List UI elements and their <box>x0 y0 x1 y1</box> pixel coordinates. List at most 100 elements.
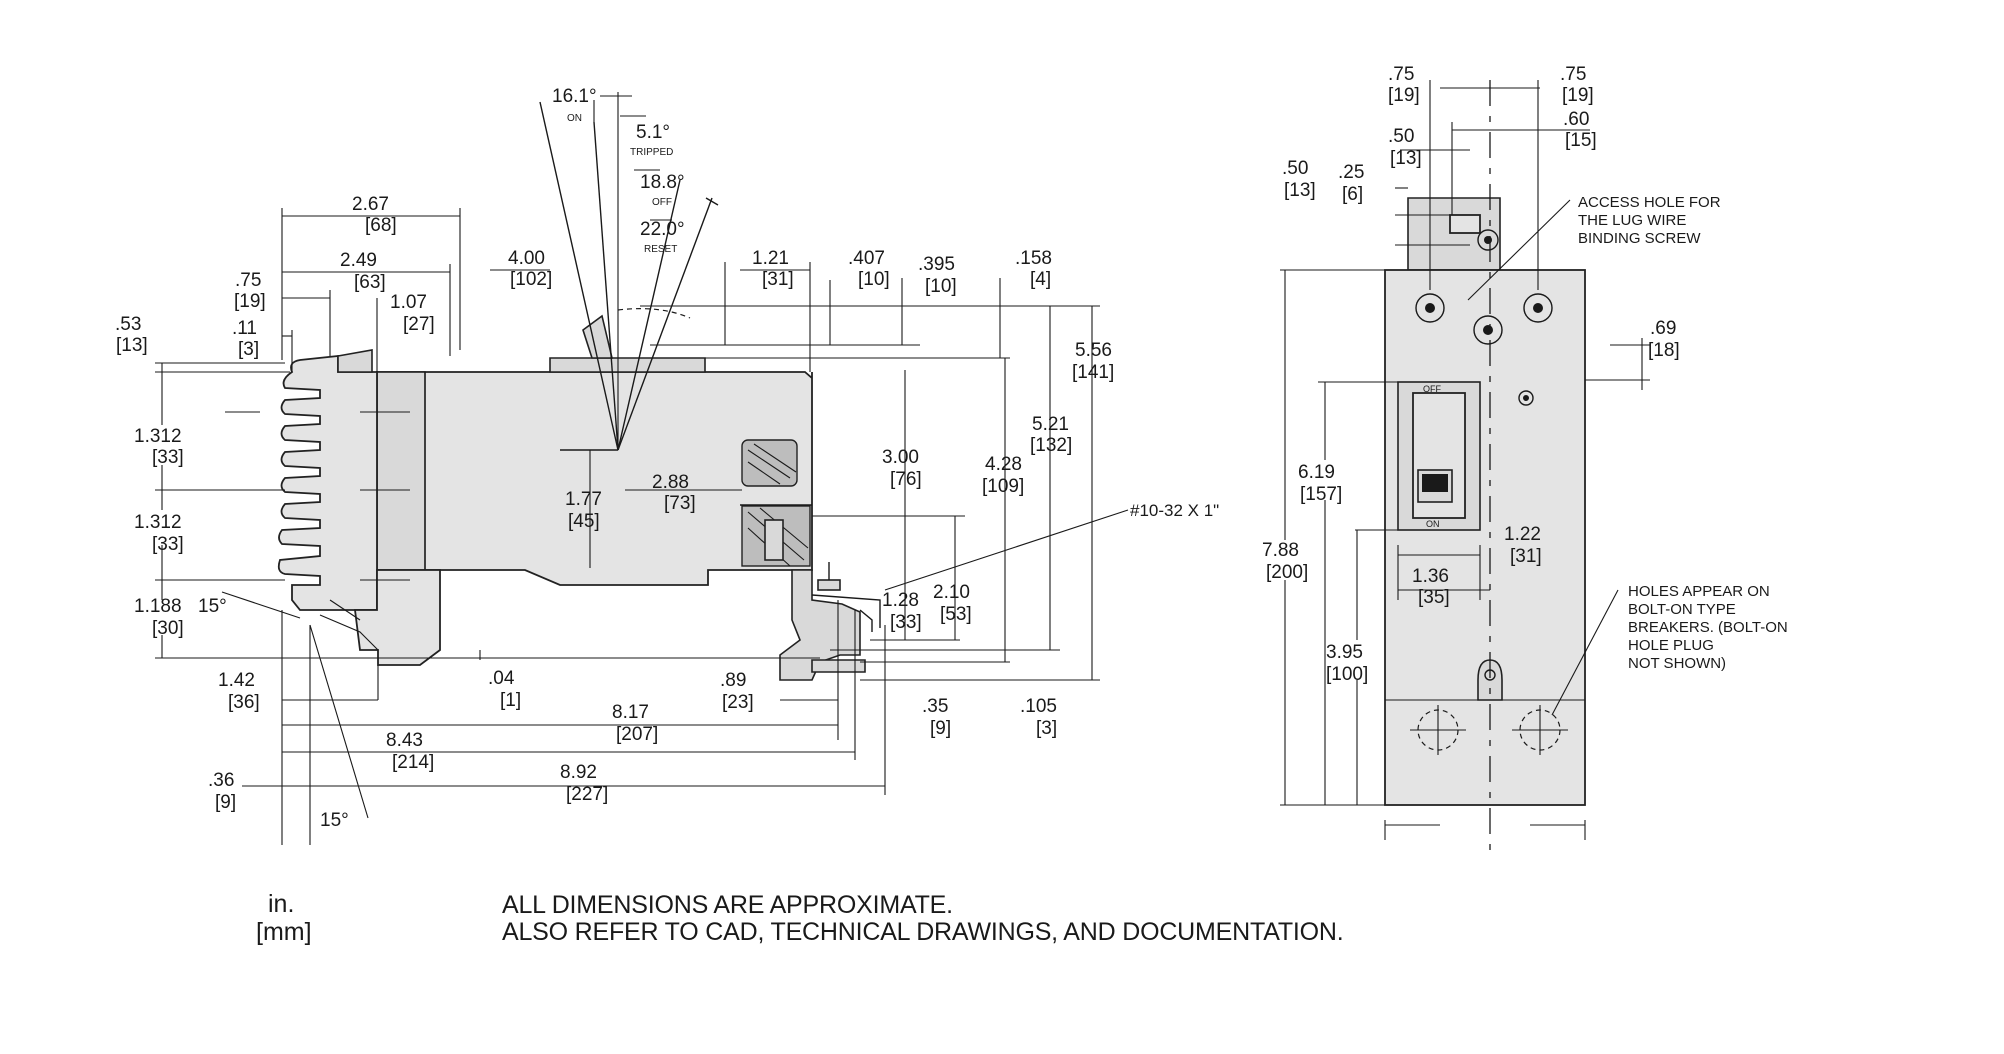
fdim-0-75-right-mm: [19] <box>1562 85 1594 106</box>
dim-0-407-mm: [10] <box>858 269 890 290</box>
dim-0-158: .158 <box>1015 248 1052 269</box>
side-view <box>155 92 1129 845</box>
fdim-1-36: 1.36 <box>1412 566 1449 587</box>
dim-0-35-mm: [9] <box>930 718 951 739</box>
dim-0-407: .407 <box>848 248 885 269</box>
bolt-on-holes-note: HOLES APPEAR ON BOLT-ON TYPE BREAKERS. (… <box>1628 583 1788 672</box>
dim-0-36-mm: [9] <box>215 792 236 813</box>
fdim-6-19-mm: [157] <box>1300 484 1342 505</box>
dim-2-10: 2.10 <box>933 582 970 603</box>
fdim-0-69: .69 <box>1650 318 1676 339</box>
mounting-foot <box>779 569 861 681</box>
svg-text:BINDING SCREW: BINDING SCREW <box>1578 230 1701 247</box>
dim-4-00-mm: [102] <box>510 269 552 290</box>
dim-8-92: 8.92 <box>560 762 597 783</box>
lug-holes <box>1415 229 1553 406</box>
unit-mm-label: [mm] <box>256 918 312 946</box>
fdim-0-60: .60 <box>1563 109 1589 130</box>
angle-tripped-label: TRIPPED <box>630 147 673 158</box>
dim-2-49-mm: [63] <box>354 272 386 293</box>
internal-cam <box>741 439 798 487</box>
fdim-3-95-mm: [100] <box>1326 664 1368 685</box>
handle-base <box>549 357 706 373</box>
handle-on-label: ON <box>1426 519 1440 529</box>
svg-text:NOT SHOWN): NOT SHOWN) <box>1628 655 1726 672</box>
svg-text:THE LUG WIRE: THE LUG WIRE <box>1578 212 1686 229</box>
dim-1-07: 1.07 <box>390 292 427 313</box>
dim-1-312-upper: 1.312 <box>134 426 182 447</box>
front-view-labels: .75 [19] .75 [19] .60 [15] .50 [13] .50 … <box>1262 64 1788 685</box>
svg-text:BOLT-ON TYPE: BOLT-ON TYPE <box>1628 601 1736 618</box>
dim-1-188: 1.188 <box>134 596 182 617</box>
fdim-0-50-upper: .50 <box>1388 126 1414 147</box>
dim-0-105: .105 <box>1020 696 1057 717</box>
dim-1-188-mm: [30] <box>152 618 184 639</box>
dim-0-75: .75 <box>235 270 261 291</box>
dim-1-21: 1.21 <box>752 248 789 269</box>
svg-text:HOLE PLUG: HOLE PLUG <box>1628 637 1714 654</box>
dim-8-17: 8.17 <box>612 702 649 723</box>
front-view <box>1280 80 1650 850</box>
angle-on-value: 16.1° <box>552 86 597 107</box>
fdim-0-50-upper-mm: [13] <box>1390 148 1422 169</box>
dim-0-04: .04 <box>488 668 515 689</box>
dim-0-395-mm: [10] <box>925 276 957 297</box>
fdim-0-25-mm: [6] <box>1342 184 1363 205</box>
handle <box>582 314 614 359</box>
dim-8-92-mm: [227] <box>566 784 608 805</box>
dim-1-21-mm: [31] <box>762 269 794 290</box>
dim-1-42-mm: [36] <box>228 692 260 713</box>
dim-0-11-mm: [3] <box>238 339 259 360</box>
angle-reset-label: RESET <box>644 244 677 255</box>
svg-text:BREAKERS. (BOLT-ON: BREAKERS. (BOLT-ON <box>1628 619 1788 636</box>
unit-inches-label: in. <box>268 890 295 918</box>
dim-0-105-mm: [3] <box>1036 718 1057 739</box>
dim-1-312-lower-mm: [33] <box>152 534 184 555</box>
dim-0-395: .395 <box>918 254 955 275</box>
dim-2-10-mm: [53] <box>940 604 972 625</box>
front-lug-block <box>1407 197 1501 271</box>
angle-off-label: OFF <box>652 197 672 208</box>
side-dimension-lines <box>155 208 1129 845</box>
breaker-body-side <box>376 371 813 586</box>
angle-on-label: ON <box>567 113 582 124</box>
breaker-body-front-face <box>376 371 426 571</box>
dim-1-312-upper-mm: [33] <box>152 447 184 468</box>
dim-4-28: 4.28 <box>985 454 1022 475</box>
terminal-fins <box>277 355 378 611</box>
dim-8-43: 8.43 <box>386 730 423 751</box>
dim-0-158-mm: [4] <box>1030 269 1051 290</box>
dim-2-67-mm: [68] <box>365 215 397 236</box>
fdim-3-95: 3.95 <box>1326 642 1363 663</box>
dim-0-89: .89 <box>720 670 746 691</box>
dim-0-75-mm: [19] <box>234 291 266 312</box>
side-view-labels: 16.1° ON 5.1° TRIPPED 18.8° OFF 22.0° RE… <box>115 86 1219 831</box>
angle-lower: 15° <box>198 596 227 617</box>
dim-1-28: 1.28 <box>882 590 919 611</box>
angle-reset-value: 22.0° <box>640 219 685 240</box>
fdim-0-75-left: .75 <box>1388 64 1414 85</box>
front-housing <box>1384 269 1586 806</box>
dim-1-28-mm: [33] <box>890 612 922 633</box>
angle-off-value: 18.8° <box>640 172 685 193</box>
fdim-1-22: 1.22 <box>1504 524 1541 545</box>
fdim-0-60-mm: [15] <box>1565 130 1597 151</box>
dim-5-56: 5.56 <box>1075 340 1112 361</box>
fdim-7-88-mm: [200] <box>1266 562 1308 583</box>
dim-2-67: 2.67 <box>352 194 389 215</box>
handle-off-label: OFF <box>1423 384 1441 394</box>
fdim-0-50-lower-mm: [13] <box>1284 180 1316 201</box>
dim-3-00-mm: [76] <box>890 469 922 490</box>
fdim-7-88: 7.88 <box>1262 540 1299 561</box>
fdim-0-25: .25 <box>1338 162 1364 183</box>
dim-1-77: 1.77 <box>565 489 602 510</box>
fdim-0-75-right: .75 <box>1560 64 1586 85</box>
fdim-1-36-mm: [35] <box>1418 587 1450 608</box>
angle-tripped-value: 5.1° <box>636 122 670 143</box>
reference-note: ALSO REFER TO CAD, TECHNICAL DRAWINGS, A… <box>502 918 1344 946</box>
dim-0-11: .11 <box>232 318 257 339</box>
handle-angle-rays <box>539 92 713 451</box>
dim-1-312-lower: 1.312 <box>134 512 182 533</box>
dim-1-77-mm: [45] <box>568 511 600 532</box>
